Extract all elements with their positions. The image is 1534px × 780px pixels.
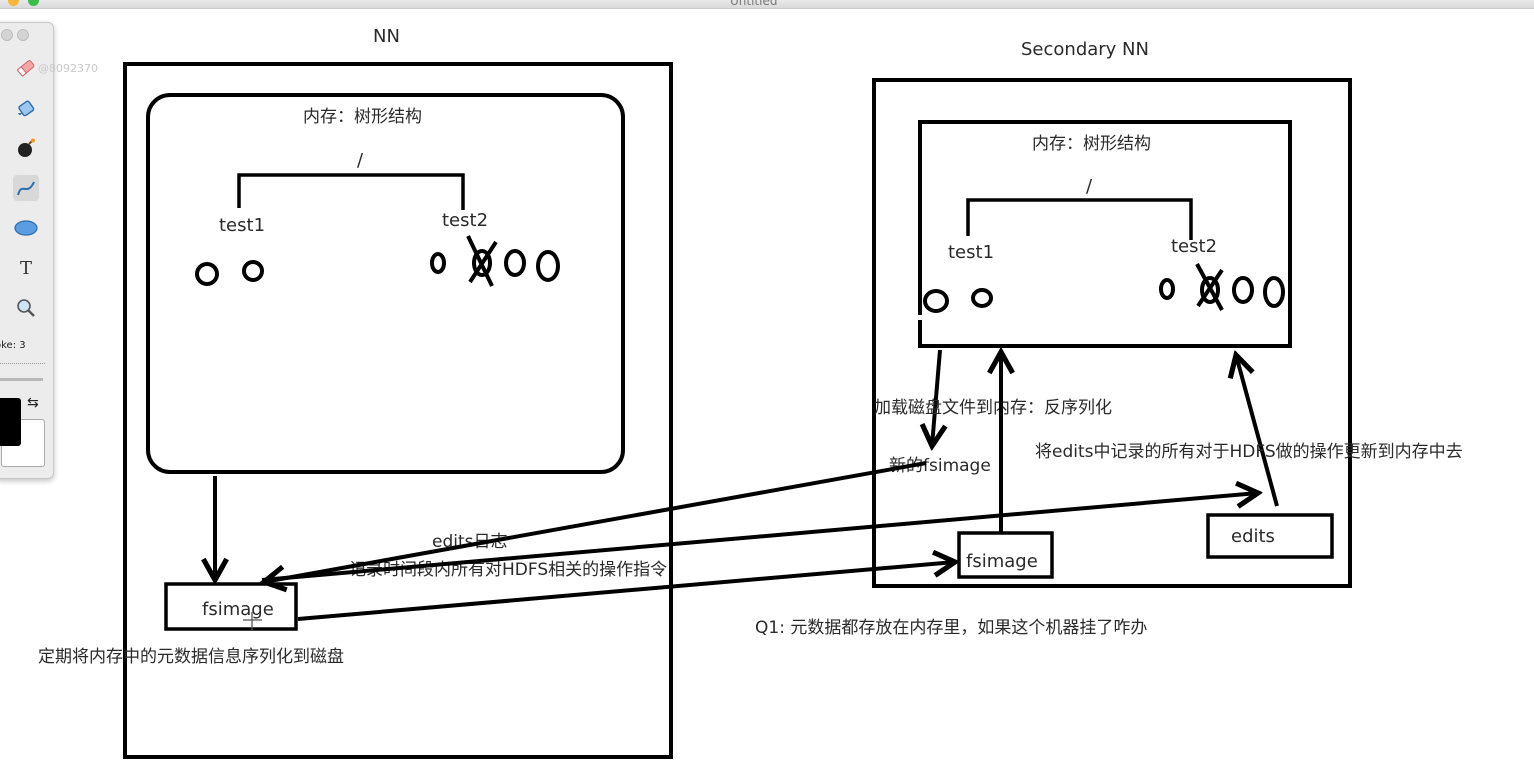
nn-test2-blocks <box>430 235 560 287</box>
snn-tree-test1: test1 <box>948 242 994 263</box>
snn-fsimage-label: fsimage <box>966 551 1038 572</box>
fill-bucket-icon[interactable] <box>13 95 39 121</box>
snn-new-fsimage: 新的fsimage <box>889 456 991 476</box>
nn-title: NN <box>373 26 400 47</box>
swap-colors-icon[interactable]: ⇆ <box>27 395 39 411</box>
tool-palette: T oke: 3 ⇆ <box>0 22 54 479</box>
snn-memory-box <box>918 120 1292 348</box>
palette-minimize-button[interactable] <box>17 29 29 41</box>
ellipse-icon[interactable] <box>13 215 39 241</box>
minimize-button[interactable] <box>8 0 19 6</box>
foreground-color-well[interactable] <box>0 398 21 446</box>
nn-fsimage-to-snn-arrow <box>297 562 955 621</box>
stroke-slider[interactable] <box>0 363 45 368</box>
snn-load-arrow <box>932 349 940 446</box>
nn-edits-to-snn-arrow <box>261 493 1258 582</box>
new-fsimage-to-nn-arrow <box>264 461 927 582</box>
snn-tree-test2: test2 <box>1171 236 1217 257</box>
snn-apply-edits-note: 将edits中记录的所有对于HDFS做的操作更新到内存中去 <box>1035 442 1463 462</box>
nn-memory-box <box>146 93 625 474</box>
nn-tree-test1: test1 <box>219 215 265 236</box>
snn-container <box>872 78 1352 588</box>
nn-test1-blocks <box>195 260 264 286</box>
zoom-button[interactable] <box>28 0 39 6</box>
snn-title: Secondary NN <box>1021 39 1149 60</box>
stroke-track[interactable] <box>0 378 43 381</box>
snn-load-note: 加载磁盘文件到内存：反序列化 <box>874 398 1112 418</box>
nn-container <box>123 62 673 759</box>
snn-tree-root: / <box>1086 176 1093 197</box>
nn-serialize-note: 定期将内存中的元数据信息序列化到磁盘 <box>38 647 344 667</box>
palette-close-button[interactable] <box>1 29 13 41</box>
eraser-icon[interactable] <box>13 55 39 81</box>
stroke-size-label: oke: 3 <box>0 340 26 351</box>
snn-edits-label: edits <box>1231 526 1275 547</box>
snn-tree-branch <box>966 198 1193 240</box>
watermark: @8092370 <box>38 62 98 75</box>
magnifier-icon[interactable] <box>13 295 39 321</box>
question-text: Q1: 元数据都存放在内存里，如果这个机器挂了咋办 <box>755 618 1147 638</box>
text-tool-icon[interactable]: T <box>19 257 32 279</box>
nn-memory-label: 内存：树形结构 <box>303 107 422 127</box>
nn-fsimage-box[interactable] <box>164 582 298 631</box>
window-title: Untitled <box>730 0 778 8</box>
nn-fsimage-label: fsimage <box>202 599 274 620</box>
nn-tree-branch <box>237 173 465 210</box>
snn-memory-label: 内存：树形结构 <box>1032 134 1151 154</box>
snn-edits-box[interactable] <box>1206 513 1334 559</box>
snn-test2-blocks <box>1159 263 1285 311</box>
nn-tree-root: / <box>357 150 364 171</box>
cursor-crosshair-icon <box>243 612 262 630</box>
window-titlebar: Untitled <box>0 0 1534 9</box>
bomb-icon[interactable] <box>13 135 39 161</box>
curve-icon[interactable] <box>13 175 39 201</box>
snn-test1-blocks <box>923 288 993 313</box>
nn-tree-test2: test2 <box>442 210 488 231</box>
snn-edits-up-arrow <box>1236 355 1279 507</box>
